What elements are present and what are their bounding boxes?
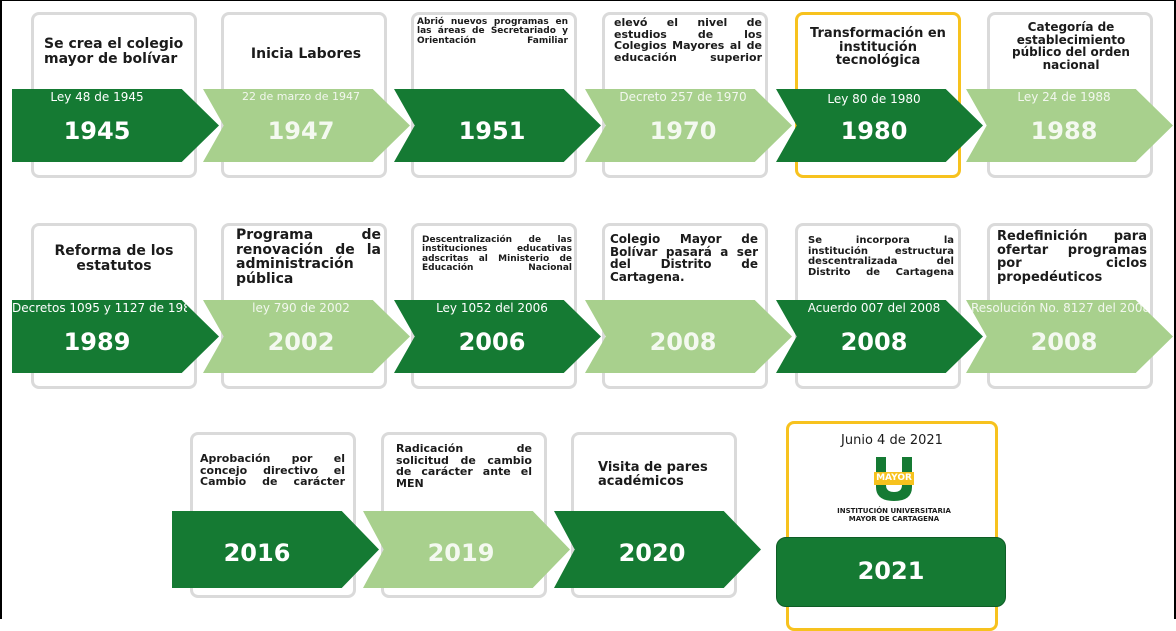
milestone-year-2006: 2006 bbox=[458, 328, 526, 356]
milestone-year-2020: 2020 bbox=[618, 539, 686, 567]
milestone-law-2002: ley 790 de 2002 bbox=[252, 301, 350, 315]
milestone-text-1951: Abrió nuevos programas en las áreas de S… bbox=[417, 17, 568, 46]
frame-left-line bbox=[0, 0, 2, 619]
logo-mark-text: MAYOR bbox=[876, 473, 912, 483]
milestone-year-1970: 1970 bbox=[649, 117, 717, 145]
milestone-arrow-1970: Decreto 257 de 1970 1970 bbox=[585, 89, 792, 162]
milestone-text-1980: Transformación en institución tecnológic… bbox=[810, 26, 946, 69]
milestone-arrow-2002: ley 790 de 2002 2002 bbox=[203, 300, 410, 373]
milestone-year-1947: 1947 bbox=[267, 117, 335, 145]
milestone-date-2021: Junio 4 de 2021 bbox=[841, 433, 943, 448]
logo-caption-line2: MAYOR DE CARTAGENA bbox=[848, 515, 940, 524]
milestone-arrow-1980: Ley 80 de 1980 1980 bbox=[776, 89, 983, 162]
milestone-text-2002: Programa de renovación de la administrac… bbox=[236, 227, 381, 288]
milestone-text-2006: Descentralización de las instituciones e… bbox=[422, 235, 572, 274]
milestone-text-1945: Se crea el colegio mayor de bolívar bbox=[44, 36, 184, 67]
frame-top-line bbox=[0, 0, 1176, 1]
milestone-text-1988: Categoría de establecimiento público del… bbox=[1012, 20, 1130, 72]
milestone-year-2021: 2021 bbox=[857, 557, 925, 585]
milestone-year-2008a: 2008 bbox=[649, 328, 717, 356]
milestone-year-1951: 1951 bbox=[458, 117, 526, 145]
milestone-text-2020: Visita de pares académicos bbox=[598, 460, 708, 489]
milestone-text-2008a: Colegio Mayor de Bolívar pasará a ser de… bbox=[610, 232, 758, 284]
milestone-arrow-2008c: Resolución No. 8127 del 2008 2008 bbox=[966, 300, 1173, 373]
milestone-arrow-1951: 1951 bbox=[394, 89, 601, 162]
milestone-year-2019: 2019 bbox=[427, 539, 495, 567]
milestone-year-2016: 2016 bbox=[223, 539, 291, 567]
logo-caption: INSTITUCIÓN UNIVERSITARIA MAYOR DE CARTA… bbox=[826, 507, 962, 523]
milestone-box-2021: 2021 bbox=[776, 537, 1006, 607]
milestone-arrow-1945: Ley 48 de 1945 1945 bbox=[12, 89, 219, 162]
milestone-law-2006: Ley 1052 del 2006 bbox=[436, 301, 548, 315]
milestone-arrow-2008b: Acuerdo 007 del 2008 2008 bbox=[776, 300, 983, 373]
milestone-year-2008c: 2008 bbox=[1030, 328, 1098, 356]
milestone-arrow-1989: Decretos 1095 y 1127 de 1989 1989 bbox=[12, 300, 219, 373]
milestone-text-2008b: Se incorpora la institución estructura d… bbox=[808, 235, 954, 278]
milestone-law-1945: Ley 48 de 1945 bbox=[50, 90, 144, 104]
milestone-text-2016: Aprobación por el concejo directivo el C… bbox=[200, 452, 345, 489]
milestone-year-1980: 1980 bbox=[840, 117, 908, 145]
milestone-law-2008b: Acuerdo 007 del 2008 bbox=[807, 301, 941, 315]
milestone-year-2008b: 2008 bbox=[840, 328, 908, 356]
milestone-law-1980: Ley 80 de 1980 bbox=[827, 92, 921, 106]
institution-logo: MAYOR INSTITUCIÓN UNIVERSITARIA MAYOR DE… bbox=[826, 455, 962, 530]
milestone-law-1947: 22 de marzo de 1947 bbox=[242, 90, 360, 103]
milestone-law-1970: Decreto 257 de 1970 bbox=[619, 90, 747, 104]
logo-caption-line1: INSTITUCIÓN UNIVERSITARIA bbox=[837, 507, 951, 515]
milestone-text-1947: Inicia Labores bbox=[250, 46, 362, 62]
milestone-arrow-2008a: 2008 bbox=[585, 300, 792, 373]
milestone-arrow-2020: 2020 bbox=[554, 511, 761, 588]
milestone-law-1988: Ley 24 de 1988 bbox=[1017, 90, 1111, 104]
milestone-law-2008c: Resolución No. 8127 del 2008 bbox=[971, 301, 1151, 315]
milestone-text-1970: elevó el nivel de estudios de los Colegi… bbox=[614, 16, 762, 64]
milestone-arrow-1988: Ley 24 de 1988 1988 bbox=[966, 89, 1173, 162]
milestone-arrow-1947: 22 de marzo de 1947 1947 bbox=[203, 89, 410, 162]
milestone-arrow-2006: Ley 1052 del 2006 2006 bbox=[394, 300, 601, 373]
milestone-year-2002: 2002 bbox=[267, 328, 335, 356]
milestone-arrow-2019: 2019 bbox=[363, 511, 570, 588]
frame-right-line bbox=[1174, 0, 1176, 619]
milestone-text-2019: Radicación de solicitud de cambio de car… bbox=[396, 442, 532, 490]
milestone-year-1945: 1945 bbox=[63, 117, 131, 145]
milestone-law-1989: Decretos 1095 y 1127 de 1989 bbox=[12, 301, 187, 315]
milestone-year-1988: 1988 bbox=[1030, 117, 1098, 145]
milestone-text-2008c: Redefinición para ofertar programas por … bbox=[997, 229, 1147, 285]
milestone-arrow-2016: 2016 bbox=[172, 511, 379, 588]
milestone-text-1989: Reforma de los estatutos bbox=[54, 243, 174, 274]
milestone-year-1989: 1989 bbox=[63, 328, 131, 356]
